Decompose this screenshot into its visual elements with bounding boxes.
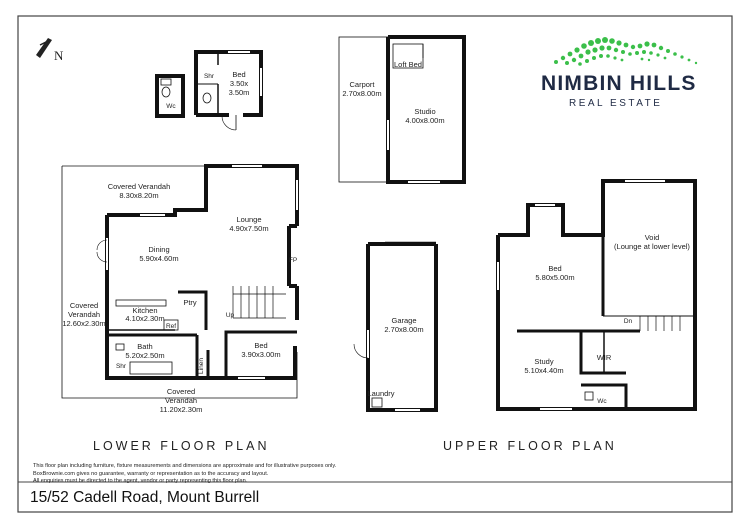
dining-label: Dining xyxy=(148,245,169,254)
wir-label: WIR xyxy=(597,353,612,362)
upper-bed-label: Bed xyxy=(548,264,561,273)
lower-shr-label: Shr xyxy=(116,363,127,370)
stair-down-label: Dn xyxy=(624,318,633,325)
loft-bed-label: Loft Bed xyxy=(394,60,422,69)
disclaimer: This floor plan including furniture, fix… xyxy=(33,463,453,486)
lower-floor-title: LOWER FLOOR PLAN xyxy=(93,439,270,453)
upper-floor-plan xyxy=(496,179,697,411)
lower-bed-label: Bed xyxy=(254,341,267,350)
verandah-left-label2: Verandah xyxy=(68,310,100,319)
cabin-bed-dim1: 3.50x xyxy=(230,79,249,88)
pantry-label: Ptry xyxy=(183,298,197,307)
study-dim: 5.10x4.40m xyxy=(524,366,563,375)
lower-floor-plan xyxy=(61,164,299,399)
fridge-label: Ref xyxy=(166,323,176,330)
verandah-bottom-dim: 11.20x2.30m xyxy=(160,405,203,414)
brand-name: NIMBIN HILLS xyxy=(541,72,697,95)
verandah-left-label1: Covered xyxy=(70,301,98,310)
verandah-top-label: Covered Verandah xyxy=(108,182,171,191)
property-address: 15/52 Cadell Road, Mount Burrell xyxy=(30,489,260,506)
upper-wc-label: Wc xyxy=(597,398,607,405)
kitchen-dim: 4.10x2.30m xyxy=(125,314,164,323)
north-arrow-icon: N xyxy=(36,38,64,63)
carport-dim: 2.70x8.00m xyxy=(342,89,381,98)
cabin-bed-dim2: 3.50m xyxy=(229,88,250,97)
garage-plan xyxy=(353,241,438,412)
upper-floor-title: UPPER FLOOR PLAN xyxy=(443,439,617,453)
cabin-bed-label: Bed xyxy=(232,70,245,79)
studio-label: Studio xyxy=(414,107,435,116)
bath-dim: 5.20x2.50m xyxy=(125,351,164,360)
disclaimer-line: BoxBrownie.com gives no guarantee, warra… xyxy=(33,470,269,477)
bath-label: Bath xyxy=(137,342,152,351)
cabin-wc-label: Wc xyxy=(166,103,176,110)
fireplace-label: FP xyxy=(289,257,297,264)
study-label: Study xyxy=(534,357,553,366)
verandah-top-dim: 8.30x8.20m xyxy=(119,191,158,200)
lounge-dim: 4.90x7.50m xyxy=(229,224,268,233)
verandah-bottom-label1: Covered xyxy=(167,387,195,396)
cabin-shr-label: Shr xyxy=(204,73,215,80)
linen-label: Linen xyxy=(198,358,205,374)
verandah-left-dim: 12.60x2.30m xyxy=(62,319,105,328)
lower-bed-dim: 3.90x3.00m xyxy=(241,350,280,359)
kitchen-label: Kitchen xyxy=(132,306,157,315)
north-label: N xyxy=(54,48,64,63)
page-border xyxy=(17,15,733,513)
studio-dim: 4.00x8.00m xyxy=(405,116,444,125)
cabin-plan xyxy=(155,50,263,131)
nimbin-hills-logo-icon xyxy=(554,37,698,66)
brand-tagline: REAL ESTATE xyxy=(569,98,663,109)
void-note: (Lounge at lower level) xyxy=(614,242,690,251)
carport-label: Carport xyxy=(349,80,375,89)
garage-dim: 2.70x8.00m xyxy=(384,325,423,334)
studio-plan xyxy=(338,35,466,184)
disclaimer-line: This floor plan including furniture, fix… xyxy=(33,463,337,469)
laundry-label: Laundry xyxy=(367,389,394,398)
disclaimer-line: All enquiries must be directed to the ag… xyxy=(33,478,248,485)
garage-label: Garage xyxy=(391,316,416,325)
void-label: Void xyxy=(645,233,660,242)
stair-up-label: Up xyxy=(226,312,235,319)
upper-bed-dim: 5.80x5.00m xyxy=(535,273,574,282)
dining-dim: 5.90x4.60m xyxy=(139,254,178,263)
lounge-label: Lounge xyxy=(236,215,261,224)
verandah-bottom-label2: Verandah xyxy=(165,396,197,405)
